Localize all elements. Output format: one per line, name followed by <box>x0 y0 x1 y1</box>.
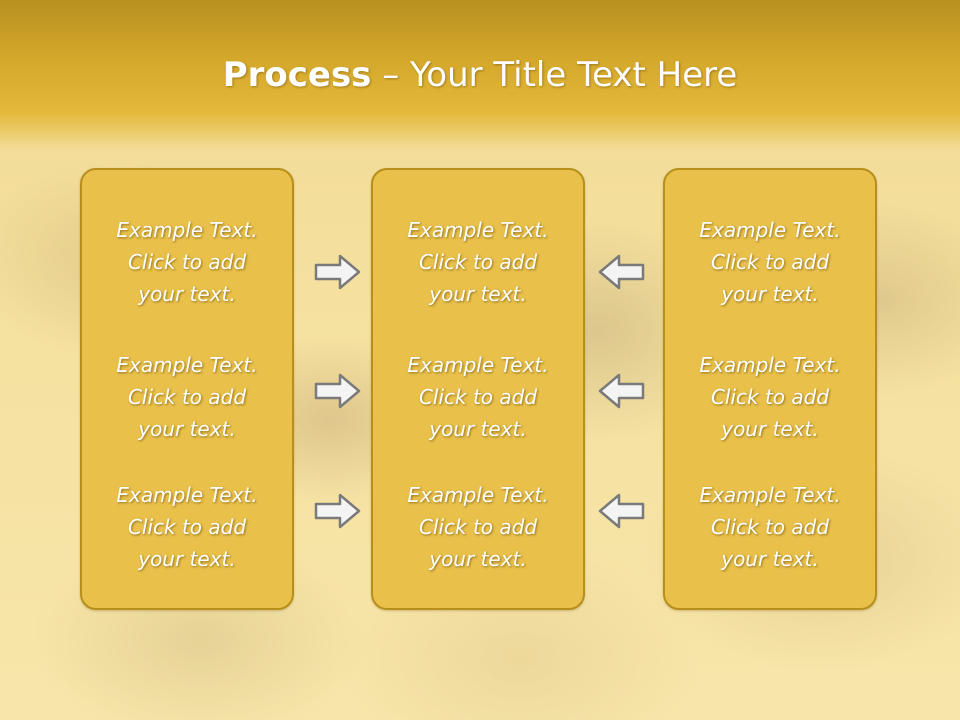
slide-title-bold: Process <box>222 55 372 95</box>
arrow-right-icon <box>313 252 363 292</box>
panel-3-text-2[interactable]: Example Text. Click to add your text. <box>699 353 841 441</box>
process-panel-3[interactable]: Example Text. Click to add your text. Ex… <box>663 168 877 610</box>
panel-1-text-3[interactable]: Example Text. Click to add your text. <box>116 483 258 571</box>
panel-3-text-1[interactable]: Example Text. Click to add your text. <box>699 218 841 306</box>
panel-1-text-1[interactable]: Example Text. Click to add your text. <box>116 218 258 306</box>
panel-2-text-3[interactable]: Example Text. Click to add your text. <box>407 483 549 571</box>
title-banner <box>0 0 960 150</box>
arrow-left-icon <box>596 252 646 292</box>
panel-1-text-2[interactable]: Example Text. Click to add your text. <box>116 353 258 441</box>
slide-title[interactable]: Process – Your Title Text Here <box>0 52 960 98</box>
arrow-right-icon <box>313 371 363 411</box>
process-panel-2[interactable]: Example Text. Click to add your text. Ex… <box>371 168 585 610</box>
arrow-right-icon <box>313 491 363 531</box>
panel-2-text-1[interactable]: Example Text. Click to add your text. <box>407 218 549 306</box>
panel-2-text-2[interactable]: Example Text. Click to add your text. <box>407 353 549 441</box>
arrow-left-icon <box>596 371 646 411</box>
arrow-left-icon <box>596 491 646 531</box>
slide-title-rest: – Your Title Text Here <box>371 55 738 95</box>
process-panel-1[interactable]: Example Text. Click to add your text. Ex… <box>80 168 294 610</box>
panel-3-text-3[interactable]: Example Text. Click to add your text. <box>699 483 841 571</box>
